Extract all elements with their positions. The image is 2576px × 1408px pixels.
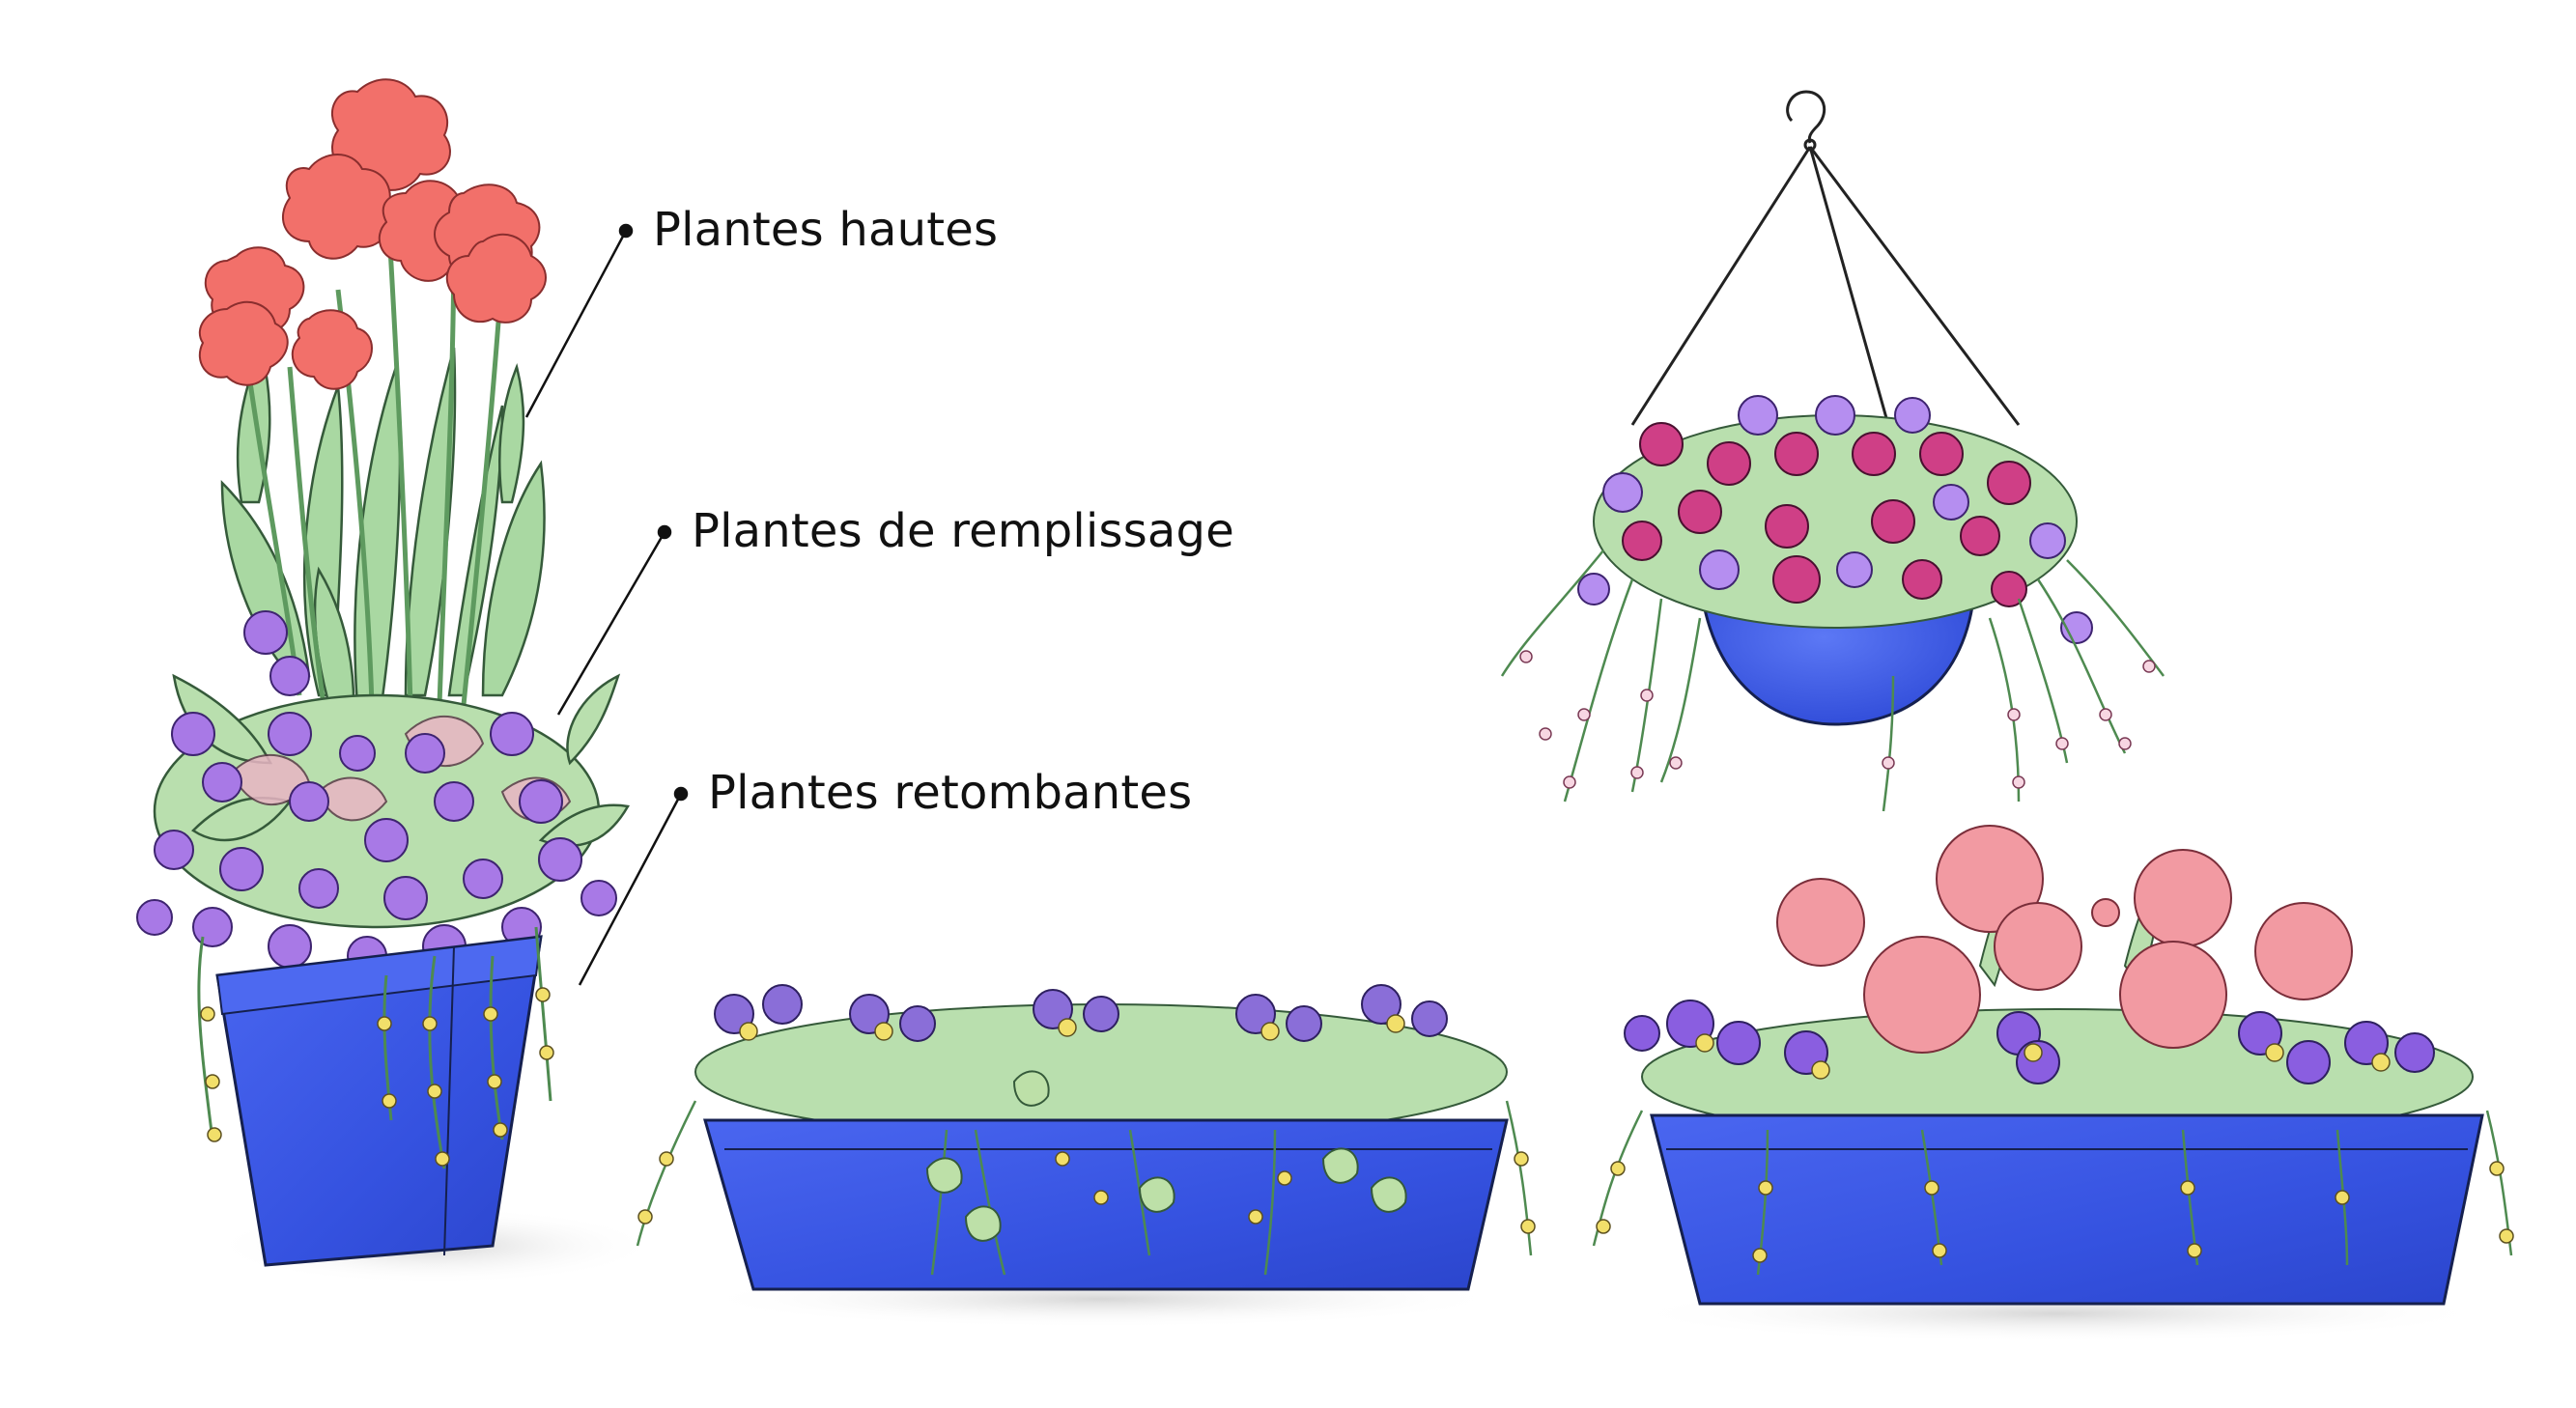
window-box-1-arrangement bbox=[636, 984, 1536, 1328]
canna-flowers bbox=[198, 78, 547, 390]
petunia-flowers bbox=[136, 610, 617, 976]
tall-pot-arrangement bbox=[136, 78, 657, 1284]
window-box-2-viola-flowers bbox=[1624, 1000, 2435, 1084]
tall-pot-rim bbox=[215, 935, 543, 1016]
basket-flowers-lavender bbox=[1577, 395, 2093, 644]
pointer-filler-plants bbox=[556, 524, 672, 716]
dahlia-flowers bbox=[1776, 825, 2353, 1054]
tall-pot-trailing-flowers bbox=[200, 987, 554, 1167]
basket-flowers-magenta bbox=[1622, 422, 2031, 607]
window-box-1-pothos-leaves bbox=[925, 1070, 1407, 1242]
label-pointers bbox=[524, 223, 689, 986]
window-box-2-viola-centers bbox=[1695, 1033, 2391, 1080]
window-box-2-arrangement bbox=[1592, 825, 2514, 1342]
viola-flowers bbox=[714, 984, 1448, 1042]
pointer-tall-plants bbox=[524, 223, 634, 418]
window-box-1-yellow-flowers bbox=[637, 1151, 1536, 1234]
window-box-1-body bbox=[703, 1118, 1509, 1291]
label-trailing-plants: Plantes retombantes bbox=[708, 766, 1193, 820]
window-box-2-yellow-flowers bbox=[1596, 1161, 2514, 1263]
hanging-basket-arrangement bbox=[1500, 90, 2165, 812]
label-tall-plants: Plantes hautes bbox=[653, 203, 999, 257]
basket-trailing-flowers bbox=[1519, 650, 2156, 789]
window-box-2-body bbox=[1650, 1113, 2484, 1306]
hanger-hook bbox=[1630, 90, 2021, 426]
pointer-trailing-plants bbox=[578, 786, 689, 986]
label-filler-plants: Plantes de remplissage bbox=[692, 504, 1234, 558]
window-box-1-trailing bbox=[636, 1100, 1533, 1276]
viola-centers bbox=[739, 1014, 1405, 1041]
tall-pot-trailing-vines bbox=[197, 926, 552, 1169]
